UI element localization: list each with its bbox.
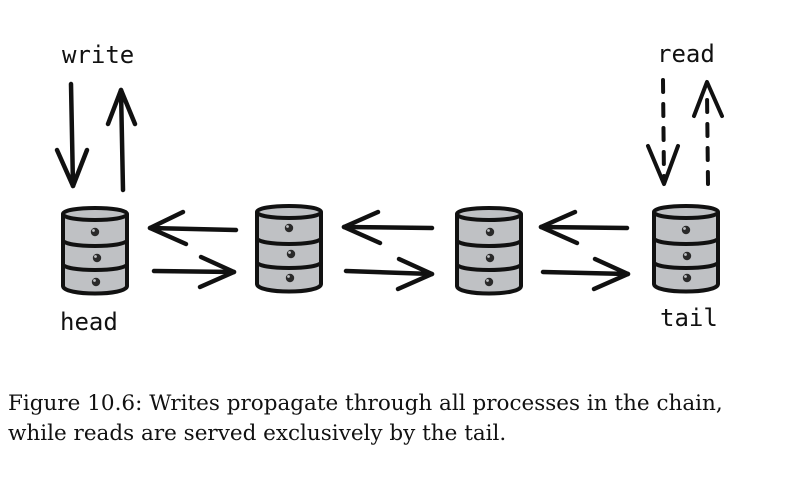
write-down-arrow [54, 81, 90, 189]
caption-line-2: while reads are served exclusively by th… [8, 421, 507, 446]
write-up-arrow [105, 87, 138, 193]
database-icon-node-3 [455, 206, 523, 296]
tail-label: tail [660, 304, 718, 332]
ack-arrow-left-1 [147, 209, 239, 247]
read-response-arrow [692, 80, 724, 186]
write-arrow-right-3 [540, 256, 631, 292]
head-label: head [60, 308, 118, 336]
database-icon-tail [652, 204, 720, 294]
write-arrow-right-2 [343, 256, 435, 292]
write-arrow-right-1 [151, 254, 237, 290]
caption-line-1: Figure 10.6: Writes propagate through al… [8, 391, 723, 416]
database-icon-head [61, 206, 129, 296]
write-label: write [62, 41, 134, 69]
read-request-arrow [646, 78, 680, 186]
figure-caption: Figure 10.6: Writes propagate through al… [8, 389, 793, 449]
database-icon-node-2 [255, 204, 323, 294]
ack-arrow-left-3 [538, 209, 630, 246]
ack-arrow-left-2 [341, 209, 435, 246]
read-label: read [657, 40, 715, 68]
